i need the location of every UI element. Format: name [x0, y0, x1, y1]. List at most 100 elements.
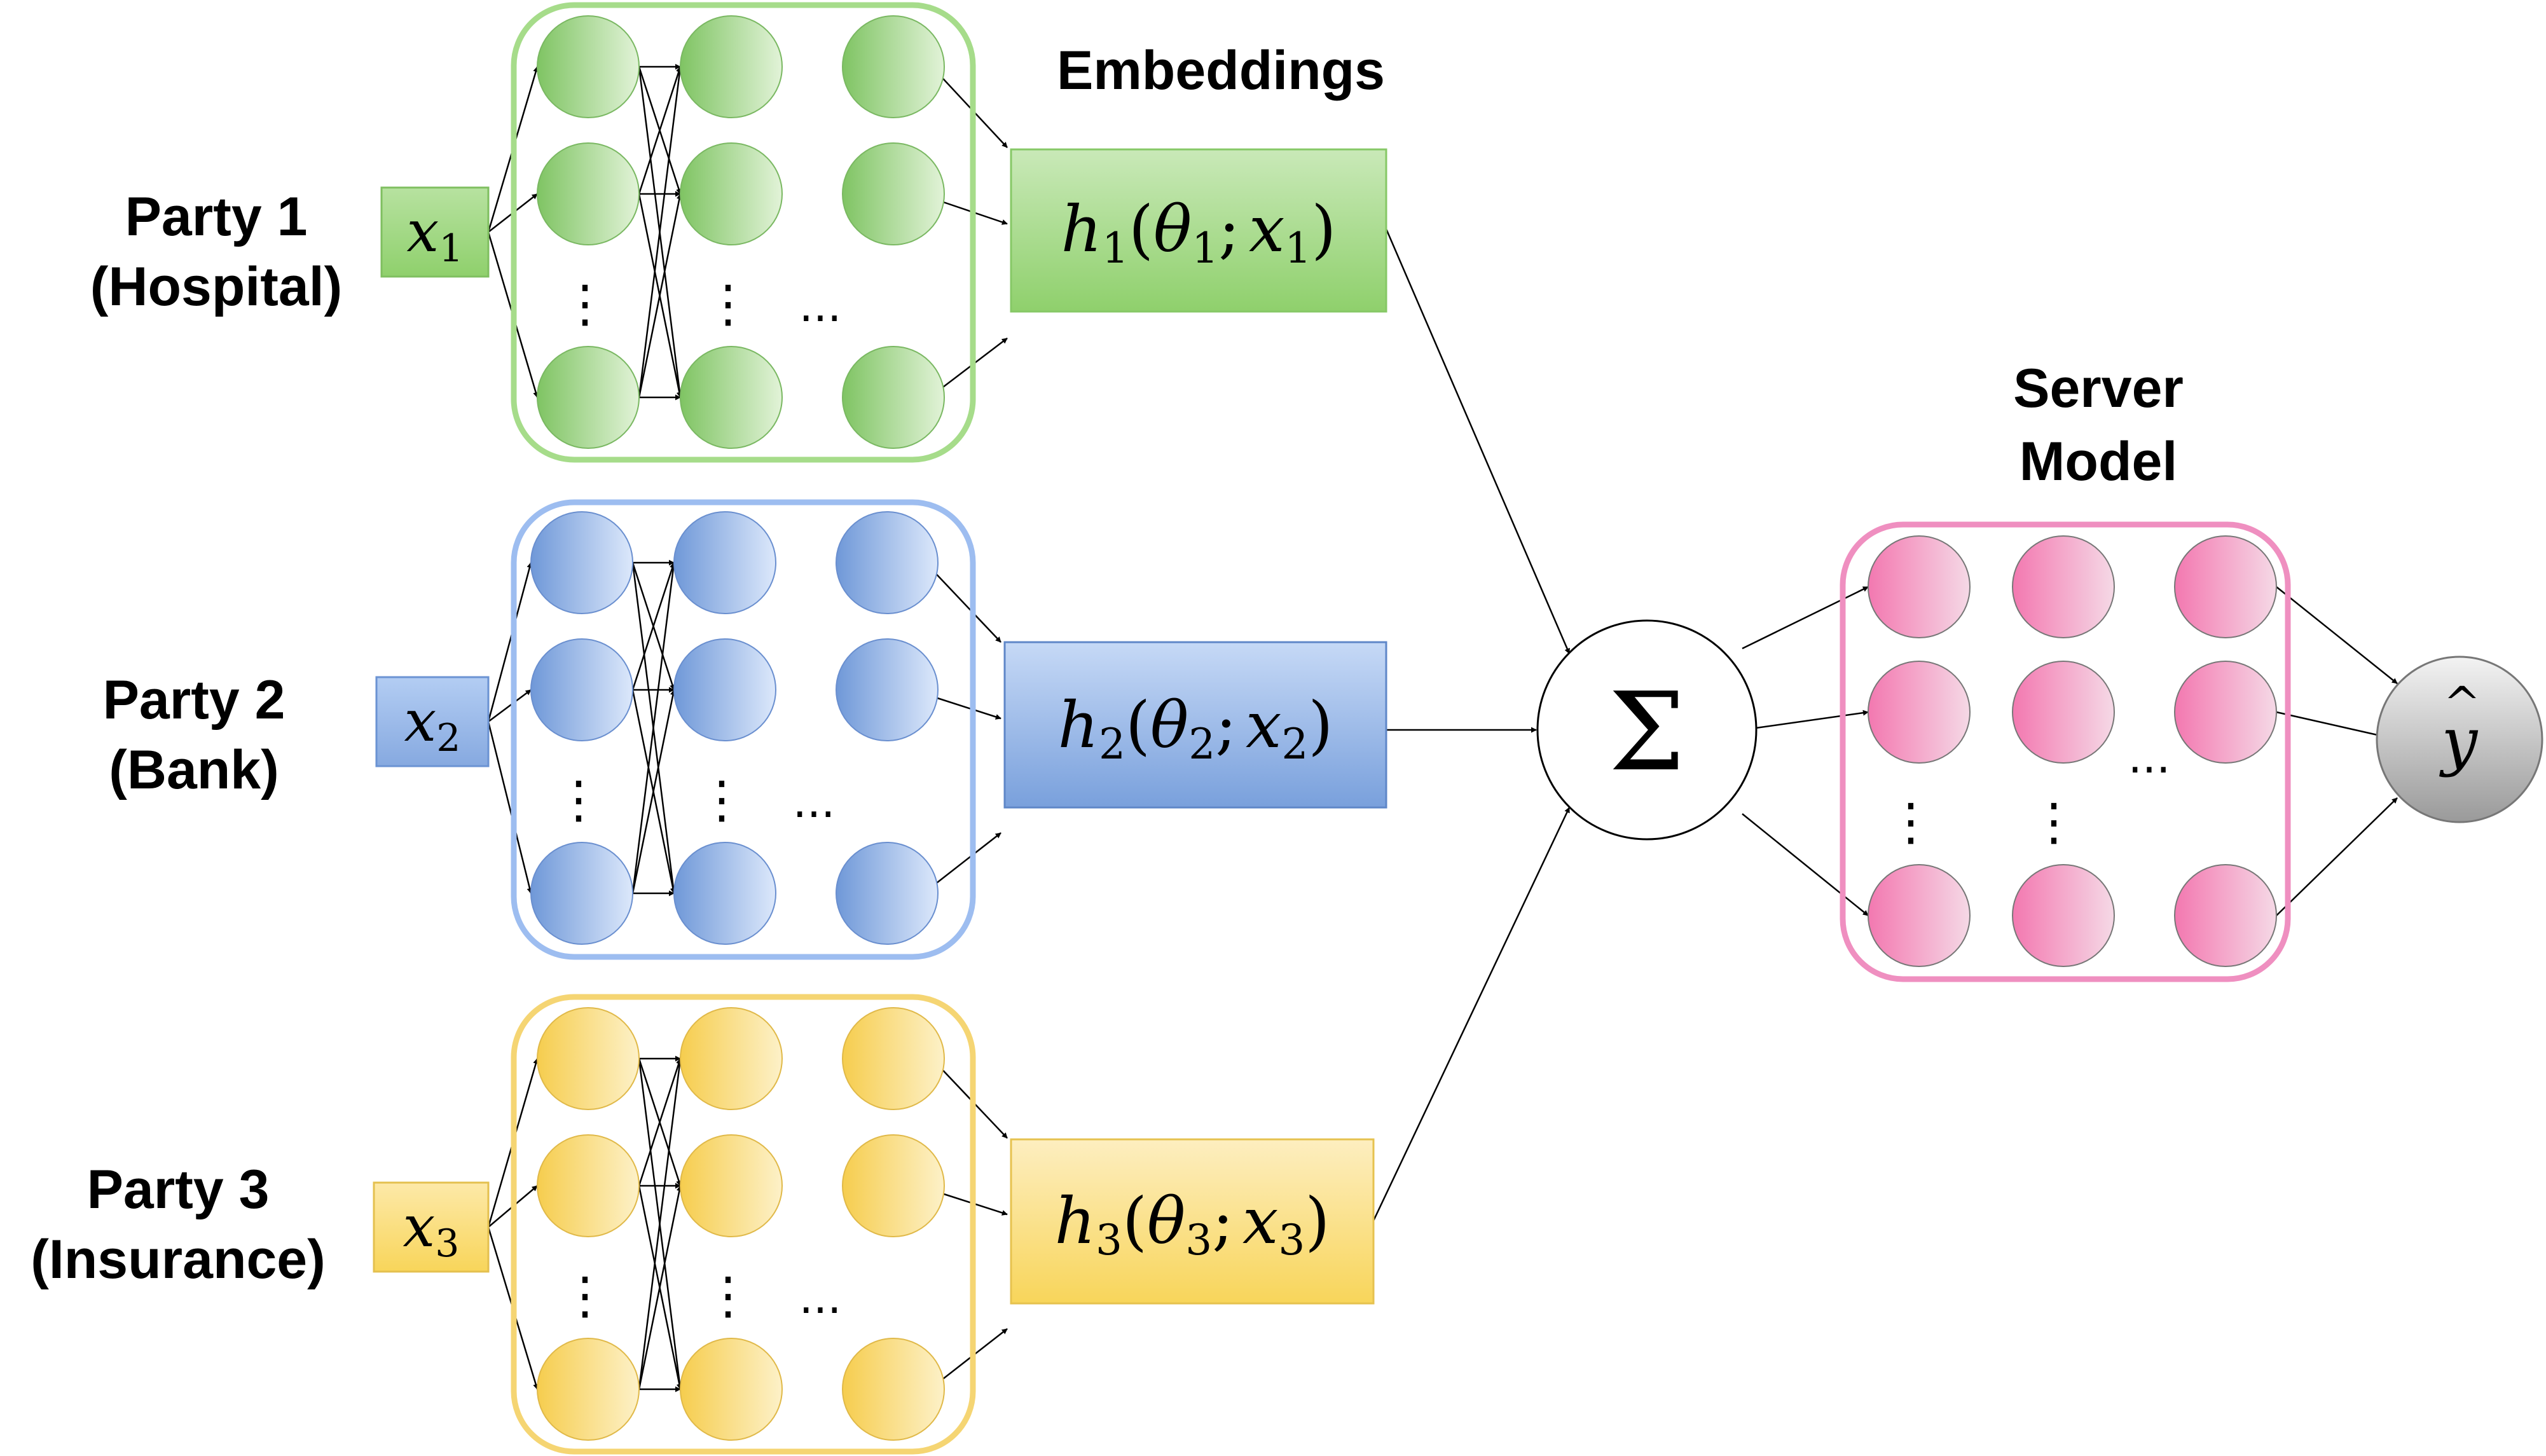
party-2-neuron-c3-r2: [836, 638, 939, 741]
input-label-3: x3: [403, 1193, 460, 1266]
party-2-name: Party 2: [103, 670, 286, 731]
embedding-box-3: [1010, 1138, 1375, 1305]
server-neuron-c1-r2: [1868, 661, 1971, 764]
sum-to-server-edge-1: [1742, 586, 1869, 650]
server-title-line2: Model: [2020, 431, 2177, 492]
party-3-hidden-edge-2-1: [638, 1058, 682, 1186]
embedding-label-2: h2(θ2;x2): [1058, 688, 1333, 769]
server-neuron-c2-r2: [2012, 661, 2115, 764]
party-3-neuron-c3-r3: [842, 1338, 945, 1441]
party-2-input-edge-2: [488, 689, 532, 723]
party-3-neuron-c3-r2: [842, 1134, 945, 1237]
party-2-hdots: ...: [793, 776, 836, 828]
party-2-hidden-edge-3-1: [631, 562, 677, 894]
party-3-hdots: ...: [799, 1272, 842, 1324]
input-label-2: x2: [404, 688, 461, 760]
party-1-hidden-edge-3-2: [638, 193, 682, 398]
party-2-input-edge-1: [487, 562, 533, 722]
party-3-name: Party 3: [87, 1159, 270, 1220]
party-3-neuron-c1-r2: [537, 1134, 640, 1237]
party-2-hidden-edge-2-1: [631, 562, 675, 690]
party-3-neuron-c2-r1: [680, 1007, 783, 1110]
server-neuron-c2-r1: [2012, 535, 2115, 638]
server-neuron-c3-r2: [2174, 661, 2277, 764]
server-to-output-edge-3: [2276, 797, 2398, 916]
party-1-neuron-c3-r2: [842, 142, 945, 245]
party-2-embed-edge-c: [931, 832, 1001, 888]
party-1-neuron-c3-r1: [842, 15, 945, 118]
input-box-1: [380, 186, 490, 278]
input-label-1: x1: [407, 198, 464, 271]
party-3-org: (Insurance): [31, 1229, 326, 1290]
sum-symbol: Σ: [1609, 670, 1685, 795]
party-2-neuron-c1-r3: [530, 842, 633, 945]
input-box-2: [375, 676, 490, 767]
output-prediction-node: [2376, 656, 2543, 823]
party-2-neuron-c3-r1: [836, 511, 939, 614]
server-neuron-c3-r3: [2174, 864, 2277, 967]
sum-aggregation-node: [1536, 619, 1758, 841]
party-1-neuron-c3-r3: [842, 346, 945, 449]
party-2-neuron-c1-r1: [530, 511, 633, 614]
party-2-neuron-c1-r2: [530, 638, 633, 741]
party-2-org: (Bank): [109, 739, 279, 800]
server-vdots-1: ⋮: [1885, 792, 1936, 851]
party-1-neuron-c2-r3: [680, 346, 783, 449]
party-2-neuron-c2-r2: [673, 638, 776, 741]
output-label: y: [2439, 704, 2479, 778]
server-neuron-c2-r3: [2012, 864, 2115, 967]
input-box-3: [373, 1181, 490, 1273]
party-2-neuron-c2-r1: [673, 511, 776, 614]
party-3-vdots-2: ⋮: [703, 1266, 753, 1325]
party-2-neuron-c3-r3: [836, 842, 939, 945]
server-hdots: ...: [2128, 731, 2171, 783]
party-3-neuron-c1-r3: [537, 1338, 640, 1441]
embedding-label-3: h3(θ3;x3): [1055, 1184, 1330, 1265]
party-2-embed-edge-b: [931, 695, 1001, 720]
party-1-to-sum-edge: [1385, 228, 1571, 654]
party-2-vdots-1: ⋮: [553, 770, 604, 829]
party-1-name: Party 1: [125, 186, 308, 247]
server-vdots-2: ⋮: [2028, 792, 2079, 851]
party-3-neuron-c1-r1: [537, 1007, 640, 1110]
sum-to-server-edge-2: [1742, 710, 1869, 731]
party-3-network-container: [511, 994, 976, 1455]
party-3-vdots-1: ⋮: [560, 1266, 610, 1325]
embedding-box-1: [1010, 148, 1387, 313]
party-2-vdots-2: ⋮: [696, 770, 747, 829]
party-3-neuron-c3-r1: [842, 1007, 945, 1110]
server-network-container: [1840, 521, 2291, 982]
party-1-network-container: [511, 2, 976, 463]
party-1-vdots-2: ⋮: [703, 274, 753, 333]
party-2-hidden-edge-3-2: [631, 689, 676, 894]
party-1-org: (Hospital): [90, 256, 343, 317]
embedding-label-1: h1(θ1;x1): [1061, 192, 1337, 273]
party-3-neuron-c2-r2: [680, 1134, 783, 1237]
party-2-embed-edge-a: [931, 568, 1001, 643]
output-hat: ^: [2444, 677, 2481, 729]
party-1-vdots-1: ⋮: [560, 274, 610, 333]
party-2-network-container: [511, 499, 976, 960]
server-neuron-c3-r1: [2174, 535, 2277, 638]
party-2-input-edge-3: [487, 721, 533, 894]
party-1-hdots: ...: [799, 280, 842, 332]
party-1-hidden-edge-3-1: [638, 66, 683, 398]
embeddings-title: Embeddings: [1057, 40, 1385, 101]
party-1-neuron-c2-r2: [680, 142, 783, 245]
party-1-neuron-c1-r1: [537, 15, 640, 118]
embedding-box-2: [1003, 641, 1387, 809]
party-1-hidden-edge-2-1: [638, 66, 682, 195]
party-2-neuron-c2-r3: [673, 842, 776, 945]
party-3-hidden-edge-3-1: [638, 1058, 683, 1390]
server-title-line1: Server: [2013, 358, 2184, 419]
party-1-neuron-c1-r3: [537, 346, 640, 449]
party-1-neuron-c1-r2: [537, 142, 640, 245]
party-3-neuron-c2-r3: [680, 1338, 783, 1441]
party-3-to-sum-edge: [1372, 807, 1571, 1221]
sum-to-server-edge-3: [1742, 813, 1869, 916]
server-neuron-c1-r3: [1868, 864, 1971, 967]
party-1-neuron-c2-r1: [680, 15, 783, 118]
party-3-hidden-edge-3-2: [638, 1185, 682, 1390]
server-to-output-edge-1: [2276, 586, 2398, 684]
